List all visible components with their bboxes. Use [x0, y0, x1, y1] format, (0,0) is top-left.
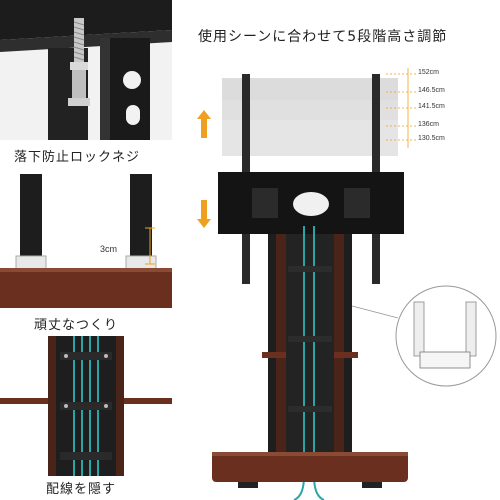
height-label-141-5: 141.5cm [418, 103, 445, 110]
caption-cable: 配線を隠す [46, 482, 117, 497]
height-label-136: 136cm [418, 121, 440, 128]
tv-stand-illustration [212, 68, 497, 500]
caption-lock-screw: 落下防止ロックネジ [14, 150, 141, 165]
panel-cable: 配線を隠す [0, 336, 172, 500]
down-arrow-icon [197, 200, 211, 228]
lock-screw-photo [0, 0, 172, 140]
height-label-152: 152cm [418, 69, 440, 76]
caption-sturdy: 頑丈なつくり [34, 318, 119, 333]
up-arrow-icon [197, 110, 211, 138]
panel-lock-screw: 落下防止ロックネジ [0, 0, 172, 168]
dimension-label: 3cm [100, 244, 118, 254]
height-label-130-5: 130.5cm [418, 135, 445, 142]
cable-channel-photo [0, 336, 172, 476]
panel-sturdy: 3cm 頑丈なつくり [0, 168, 172, 336]
sturdy-frame-photo [0, 168, 172, 308]
height-label-146-5: 146.5cm [418, 87, 445, 94]
headline: 使用シーンに合わせて5段階高さ調節 [198, 29, 448, 45]
